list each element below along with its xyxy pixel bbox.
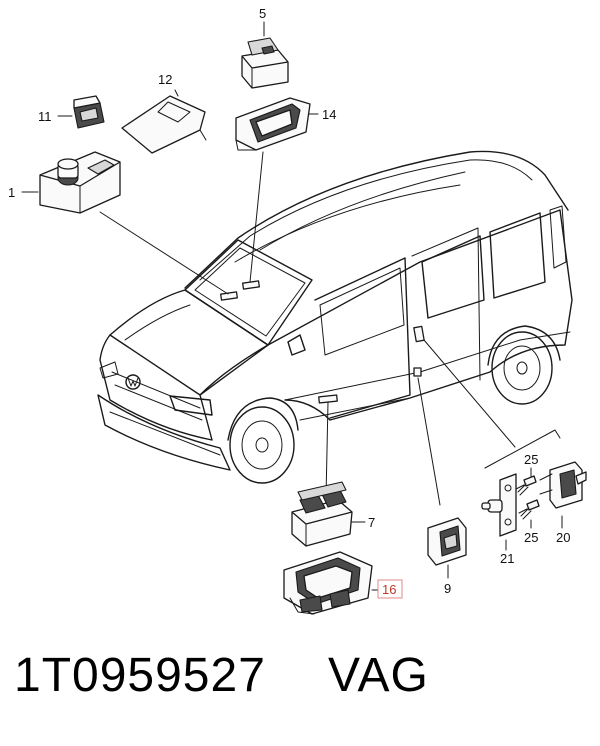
callout-labels: 1 11 12 5 14 7 16 9 21 25 25 20: [8, 6, 570, 599]
callout-7: 7: [368, 515, 375, 530]
dash-switch-right: [242, 280, 260, 290]
rear-wheel: [491, 331, 553, 405]
callout-25-bottom: 25: [524, 530, 538, 545]
callout-5: 5: [259, 6, 266, 21]
part-5-switch: [241, 37, 289, 89]
callout-14: 14: [322, 107, 336, 122]
part-1-mirror-switch: [39, 151, 121, 214]
callout-1: 1: [8, 185, 15, 200]
part-number-caption: 1T0959527: [14, 649, 266, 702]
part-25-screw-bottom: [518, 499, 540, 520]
side-window-1: [421, 235, 485, 319]
callout-12: 12: [158, 72, 172, 87]
van-body: [97, 150, 573, 484]
part-11-switch: [73, 95, 105, 129]
part-25-screw-top: [515, 475, 537, 496]
callout-9: 9: [444, 581, 451, 596]
vw-logo: [125, 374, 141, 390]
dash-switch-left: [220, 291, 238, 301]
side-window-2: [489, 212, 546, 299]
parts-diagram: 1 11 12 5 14 7 16 9 21 25 25 20: [8, 6, 587, 615]
callout-16: 16: [382, 582, 396, 597]
part-12-cover: [121, 95, 207, 154]
part-21-contact: [481, 473, 517, 537]
leader-lines: [21, 21, 563, 591]
part-9-switch: [427, 517, 467, 566]
callout-20: 20: [556, 530, 570, 545]
brand-caption: VAG: [328, 649, 429, 702]
part-14-bezel: [235, 97, 311, 151]
callout-16-highlight: [377, 579, 403, 599]
part-16-bezel: [283, 551, 373, 615]
front-wheel: [229, 406, 295, 484]
callout-25-top: 25: [524, 452, 538, 467]
part-7-switch: [291, 481, 353, 547]
part-20-striker: [539, 461, 587, 509]
callout-11: 11: [38, 109, 52, 124]
callout-21: 21: [500, 551, 514, 566]
